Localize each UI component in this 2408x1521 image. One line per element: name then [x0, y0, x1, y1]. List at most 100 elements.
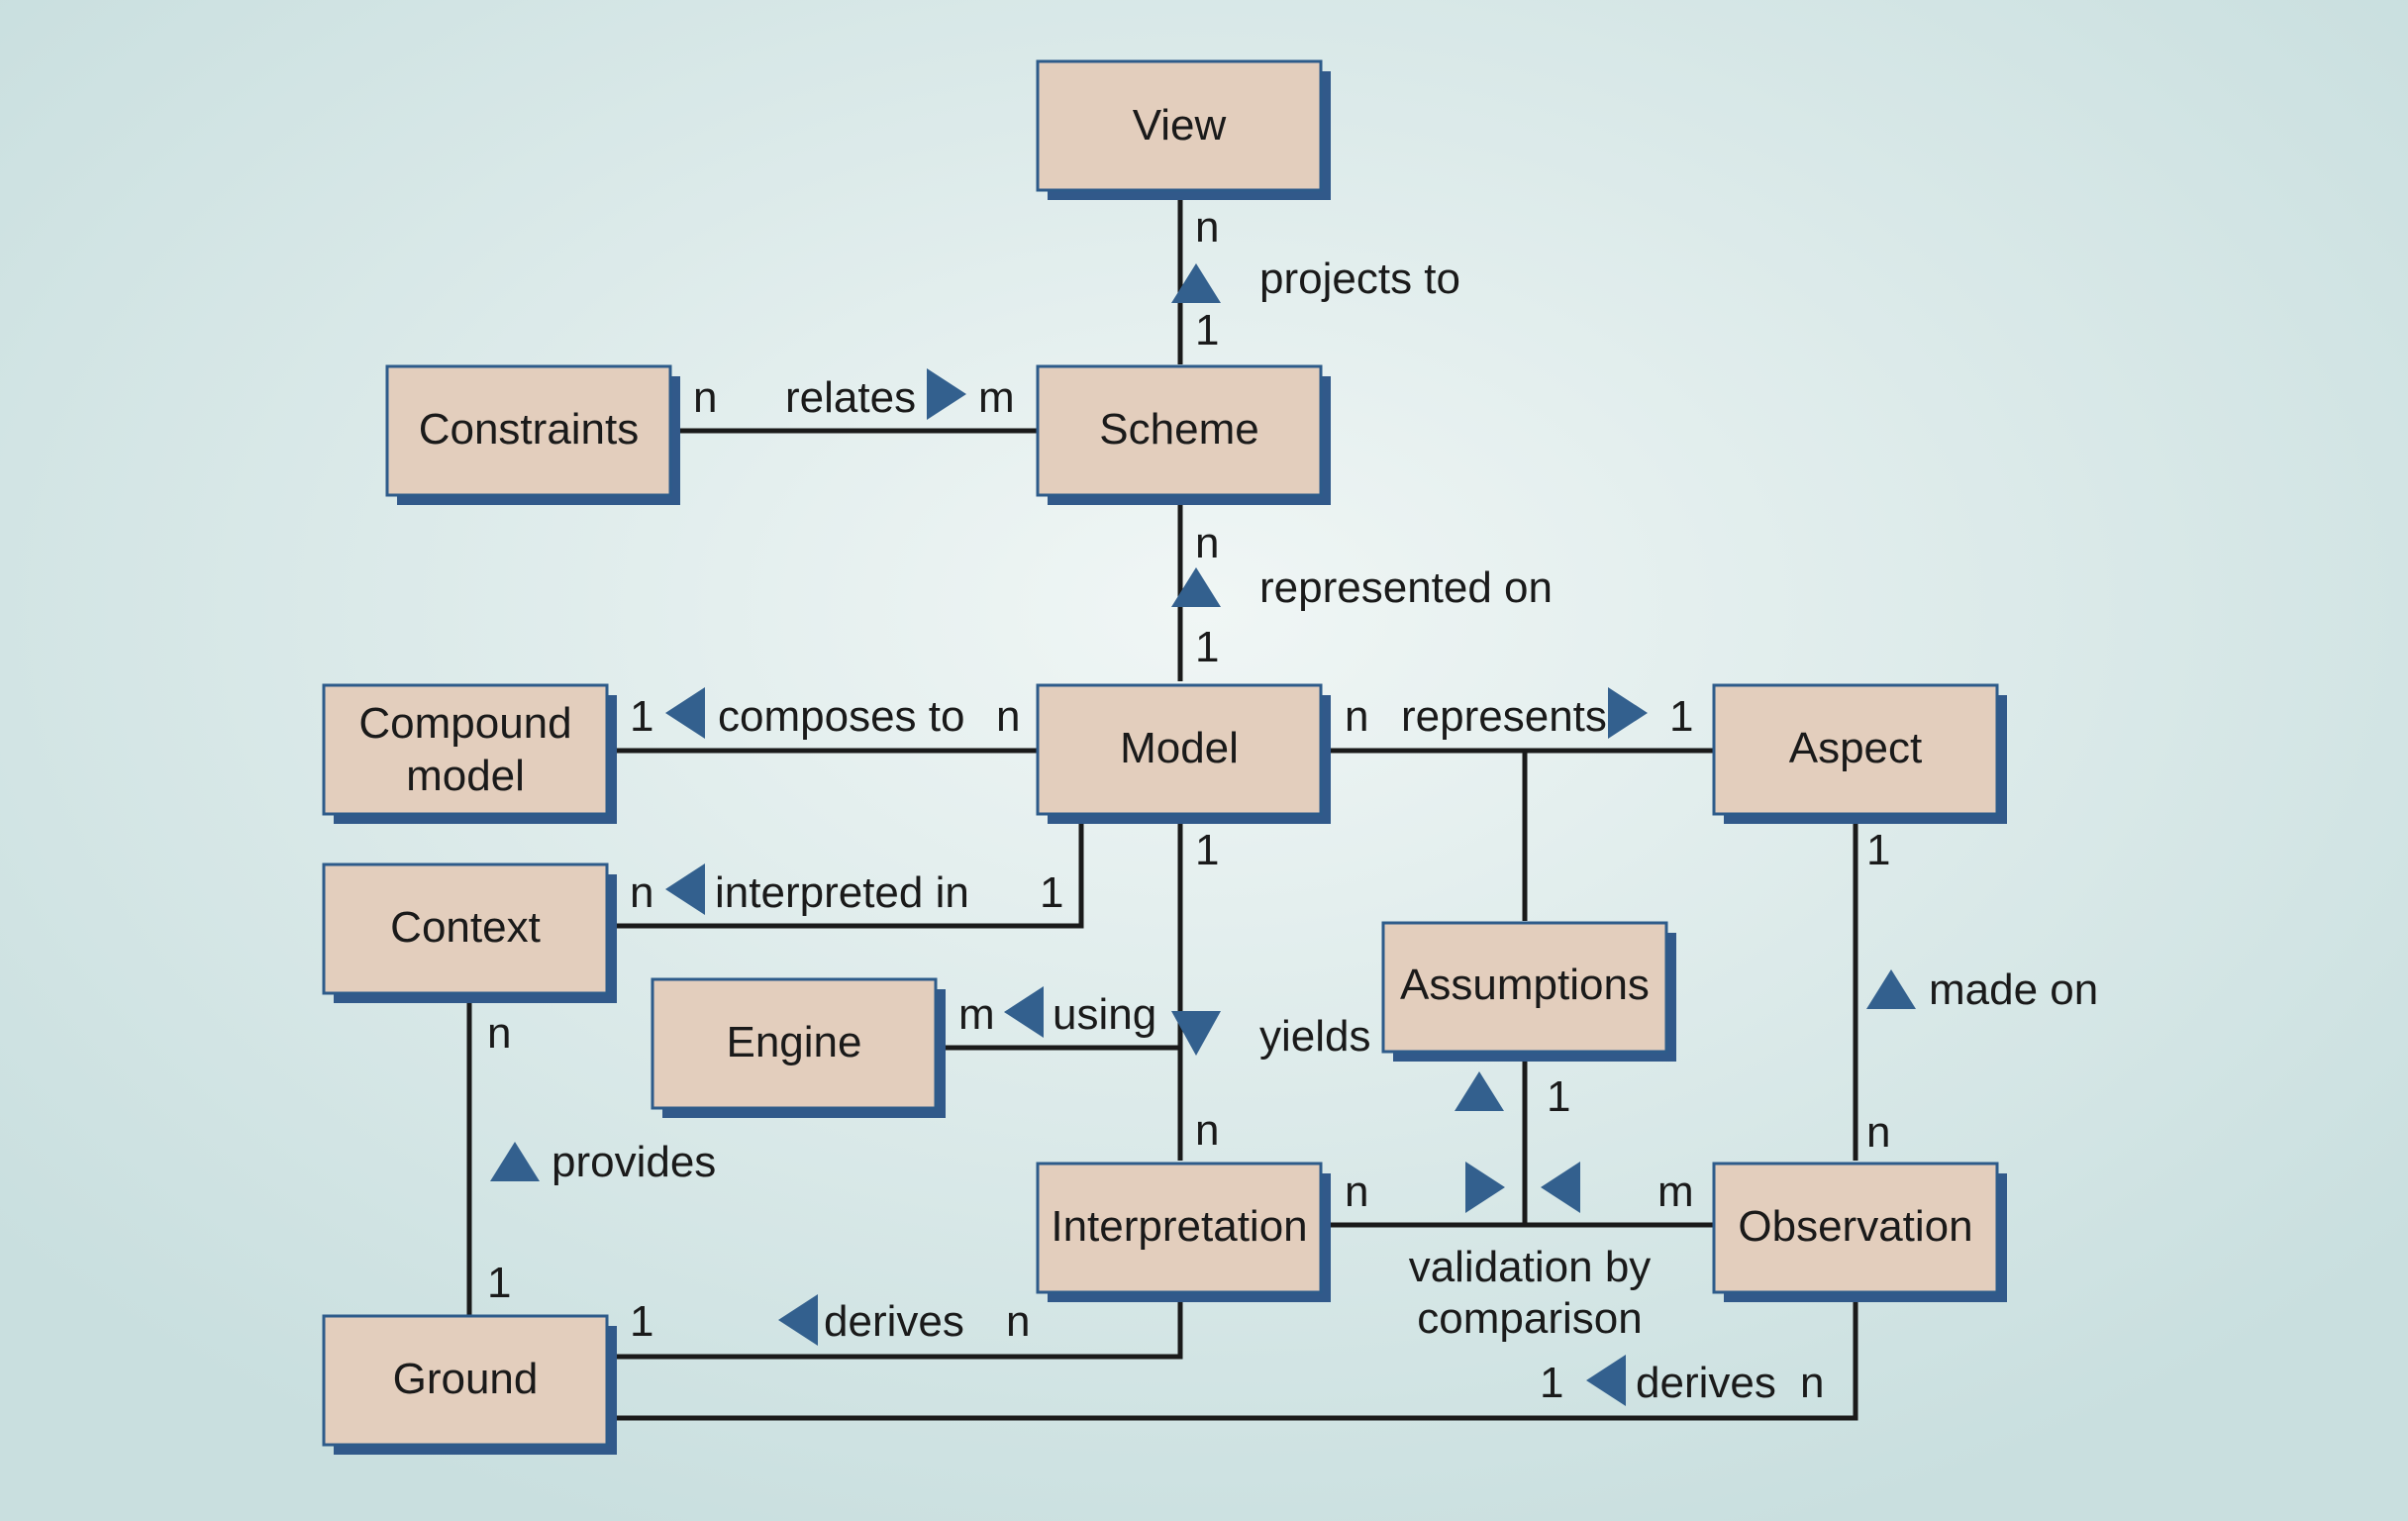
mult-context-n-bottom: n [487, 1009, 511, 1058]
arrow-up-icon [1455, 1071, 1504, 1111]
label-interpreted-in: interpreted in [715, 868, 969, 917]
mult-model-n-left: n [996, 692, 1020, 741]
line-observation-ground [616, 1297, 1858, 1421]
mult-interpretation-n-right: n [1345, 1167, 1368, 1216]
arrow-up-icon [1171, 263, 1221, 303]
mult-observation-n-bottom: n [1800, 1359, 1824, 1407]
mult-scheme-1-top: 1 [1195, 306, 1219, 355]
mult-model-n-right: n [1345, 692, 1368, 741]
line-model-context [616, 818, 1084, 929]
model-label: Model [1120, 724, 1239, 772]
arrow-up-icon [1866, 969, 1916, 1009]
arrow-up-icon [490, 1142, 540, 1181]
arrow-left-icon [778, 1294, 818, 1346]
mult-aspect-1-bottom: 1 [1866, 826, 1890, 874]
assumptions-box [1381, 921, 1668, 1054]
mult-model-1-context: 1 [1040, 868, 1063, 917]
mult-model-1-bottom: 1 [1195, 826, 1219, 874]
label-derives-interpretation: derives [824, 1297, 964, 1346]
label-projects-to: projects to [1259, 254, 1460, 303]
scheme-label: Scheme [1099, 405, 1258, 454]
entity-constraints[interactable]: Constraints [385, 364, 680, 505]
aspect-box [1712, 683, 1999, 816]
arrow-left-icon [665, 863, 705, 915]
view-box [1036, 59, 1323, 192]
mult-ground-1-interp: 1 [630, 1297, 653, 1346]
engine-label: Engine [726, 1018, 861, 1066]
label-yields: yields [1259, 1012, 1371, 1061]
interpretation-box [1036, 1162, 1323, 1294]
aspect-label: Aspect [1789, 724, 1923, 772]
label-provides: provides [552, 1138, 716, 1186]
label-represented-on: represented on [1259, 563, 1553, 612]
arrow-right-icon [1465, 1162, 1505, 1213]
label-made-on: made on [1929, 965, 2098, 1014]
mult-observation-m: m [1657, 1167, 1694, 1216]
model-box [1036, 683, 1323, 816]
arrow-left-icon [1541, 1162, 1580, 1213]
arrow-right-icon [1608, 687, 1648, 739]
entity-context[interactable]: Context [322, 862, 617, 1003]
label-using: using [1053, 990, 1156, 1039]
mult-interpretation-n-bottom: n [1006, 1297, 1030, 1346]
mult-engine-m: m [958, 990, 995, 1039]
constraints-label: Constraints [419, 405, 640, 454]
mult-aspect-1-left: 1 [1669, 692, 1693, 741]
entity-observation[interactable]: Observation [1712, 1162, 2007, 1302]
mult-constraints-n: n [693, 373, 717, 422]
mult-ground-1-obs: 1 [1540, 1359, 1563, 1407]
context-label: Context [390, 903, 541, 952]
entity-view[interactable]: View [1036, 59, 1331, 200]
mult-ground-1-top: 1 [487, 1259, 511, 1307]
entity-assumptions[interactable]: Assumptions [1381, 921, 1676, 1062]
compound-model-label-line2: model [406, 752, 525, 800]
mult-context-n: n [630, 868, 653, 917]
label-validation-line1: validation by [1409, 1243, 1652, 1291]
observation-box [1712, 1162, 1999, 1294]
engine-box [651, 977, 938, 1110]
multiplicity-labels: n 1 n m n 1 1 n n 1 n 1 m 1 n 1 n n 1 n … [487, 203, 1890, 1407]
mult-interpretation-n-top: n [1195, 1106, 1219, 1155]
line-interpretation-ground [616, 1297, 1183, 1360]
relation-labels: projects to relates represented on compo… [552, 254, 2098, 1407]
entity-boxes: View Constraints Scheme Compound model M… [322, 59, 2007, 1455]
connector-lines [466, 193, 1858, 1421]
entity-engine[interactable]: Engine [651, 977, 946, 1118]
assumptions-label: Assumptions [1400, 961, 1650, 1009]
label-validation-line2: comparison [1417, 1294, 1642, 1343]
entity-model[interactable]: Model [1036, 683, 1331, 824]
arrow-right-icon [927, 368, 966, 420]
mult-assumptions-1: 1 [1547, 1072, 1570, 1121]
interpretation-label: Interpretation [1051, 1202, 1307, 1251]
compound-model-box [322, 683, 609, 816]
label-composes-to: composes to [718, 692, 964, 741]
label-derives-observation: derives [1636, 1359, 1776, 1407]
entity-ground[interactable]: Ground [322, 1314, 617, 1455]
entity-compound-model[interactable]: Compound model [322, 683, 617, 824]
ground-label: Ground [393, 1355, 539, 1403]
mult-scheme-m: m [978, 373, 1015, 422]
mult-observation-n-top: n [1866, 1108, 1890, 1157]
mult-scheme-n: n [1195, 519, 1219, 567]
constraints-box [385, 364, 672, 497]
direction-arrows [490, 263, 1916, 1406]
entity-aspect[interactable]: Aspect [1712, 683, 2007, 824]
observation-label: Observation [1738, 1202, 1972, 1251]
label-relates: relates [785, 373, 916, 422]
arrow-down-icon [1171, 1011, 1221, 1056]
label-represents: represents [1401, 692, 1607, 741]
scheme-box [1036, 364, 1323, 497]
entity-interpretation[interactable]: Interpretation [1036, 1162, 1331, 1302]
entity-scheme[interactable]: Scheme [1036, 364, 1331, 505]
arrow-left-icon [1586, 1355, 1626, 1406]
mult-compound-1: 1 [630, 692, 653, 741]
ground-box [322, 1314, 609, 1447]
arrow-left-icon [1004, 986, 1044, 1038]
arrow-left-icon [665, 687, 705, 739]
mult-view-n: n [1195, 203, 1219, 252]
view-label: View [1133, 101, 1227, 150]
arrow-up-icon [1171, 567, 1221, 607]
mult-model-1-top: 1 [1195, 623, 1219, 671]
compound-model-label-line1: Compound [358, 699, 571, 748]
